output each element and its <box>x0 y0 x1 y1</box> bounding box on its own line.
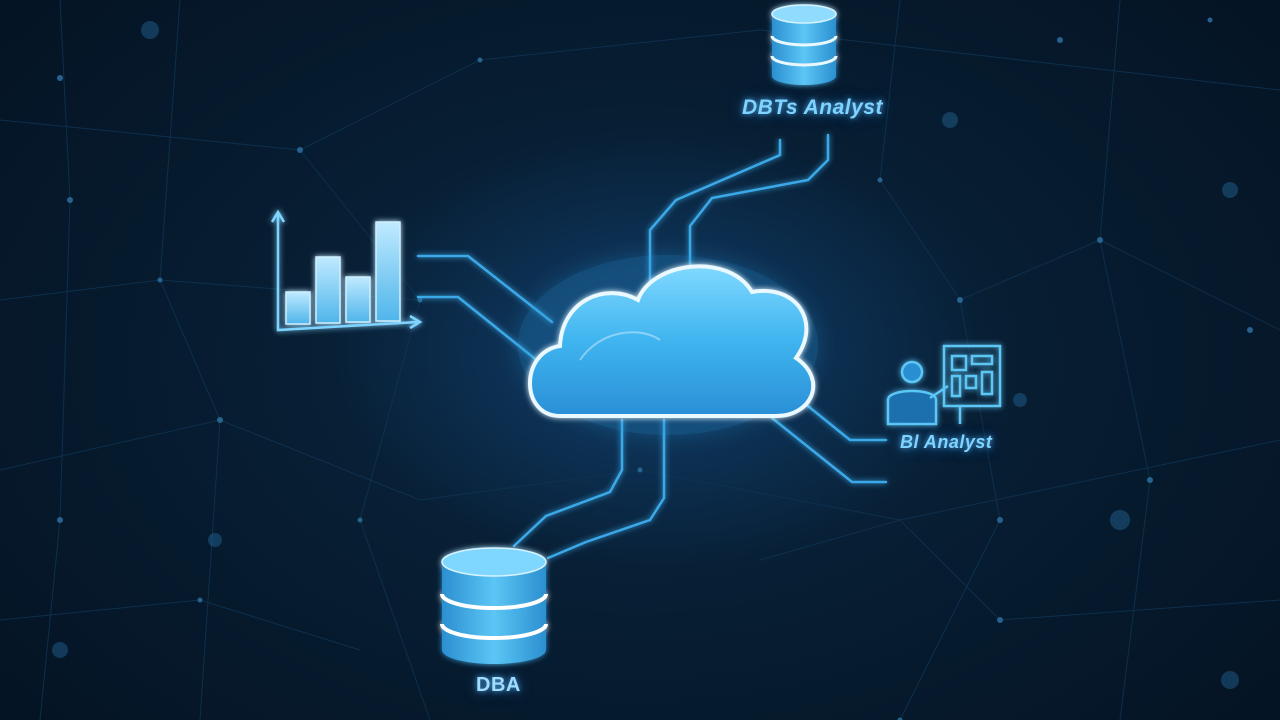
connector-analyst-2 <box>770 416 888 484</box>
bar-chart-icon <box>270 209 423 332</box>
connector-chart-1 <box>416 254 554 324</box>
presenter-dashboard-icon <box>886 344 1002 426</box>
connector-top-database-1 <box>648 138 782 284</box>
connector-top-database-2 <box>688 133 830 274</box>
cloud-icon <box>518 255 818 435</box>
connector-chart-2 <box>416 295 546 368</box>
top-database-icon <box>770 4 838 85</box>
chart-bar-1 <box>285 291 311 325</box>
background-bokeh <box>52 21 1239 689</box>
chart-bar-4 <box>375 221 401 322</box>
chart-bar-3 <box>345 276 371 323</box>
connector-analyst-1 <box>796 396 888 442</box>
connector-bottom-database-1 <box>512 418 624 548</box>
bottom-database-label: DBA <box>476 674 521 696</box>
connector-bottom-database-2 <box>546 418 666 560</box>
background-nodes <box>57 17 1253 720</box>
chart-bar-2 <box>315 256 341 324</box>
right-analyst-label: Bl Analyst <box>900 432 993 452</box>
connector-lines <box>416 133 888 560</box>
top-database-label: DBTs Analyst <box>742 96 883 119</box>
bottom-database-icon <box>440 547 548 664</box>
